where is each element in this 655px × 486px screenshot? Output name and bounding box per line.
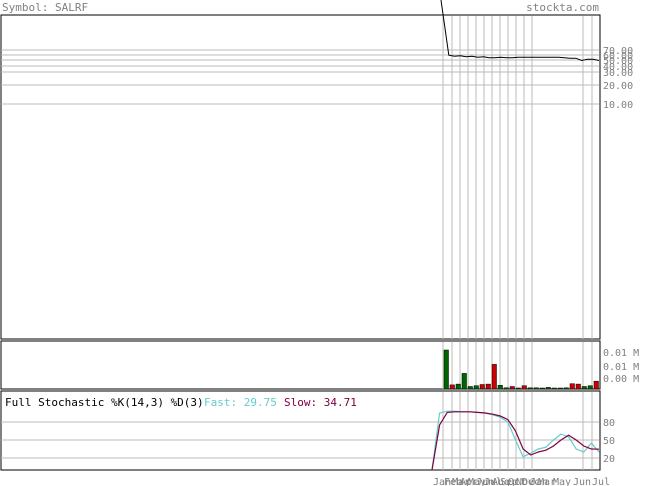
volume-bar bbox=[503, 387, 509, 390]
volume-bar bbox=[533, 387, 539, 390]
x-tick-label: Jun bbox=[476, 477, 494, 486]
volume-bar bbox=[545, 387, 551, 390]
slow-value-label: Slow: 34.71 bbox=[284, 396, 357, 409]
volume-bar bbox=[491, 364, 497, 390]
x-tick-label: Aug bbox=[492, 477, 510, 486]
volume-bar bbox=[497, 385, 503, 390]
x-tick-label: Mar bbox=[452, 477, 470, 486]
x-tick-label: Jun bbox=[573, 477, 591, 486]
volume-bar bbox=[515, 387, 521, 390]
volume-bar bbox=[557, 387, 563, 390]
volume-bar bbox=[527, 387, 533, 390]
x-tick-label: Mar bbox=[538, 477, 556, 486]
stochastic-tick-label: 50 bbox=[603, 436, 615, 447]
volume-bar bbox=[593, 380, 599, 390]
volume-panel-frame bbox=[0, 340, 601, 390]
x-tick-label: Jan bbox=[433, 477, 451, 486]
slow-stochastic-line bbox=[431, 411, 600, 471]
price-panel-frame bbox=[0, 14, 601, 340]
fast-value-label: Fast: 29.75 bbox=[204, 396, 277, 409]
volume-bar bbox=[539, 387, 545, 390]
stochastic-grid bbox=[1, 392, 599, 470]
volume-tick-label: 0.01 M bbox=[603, 348, 639, 359]
price-tick-label: 30.00 bbox=[603, 68, 633, 79]
volume-bar bbox=[455, 383, 461, 390]
volume-bar bbox=[563, 387, 569, 390]
volume-bar bbox=[575, 383, 581, 390]
symbol-label: Symbol: SALRF bbox=[2, 1, 88, 14]
volume-bar bbox=[467, 386, 473, 390]
x-tick-label: Jul bbox=[484, 477, 502, 486]
x-tick-label: Sep bbox=[500, 477, 518, 486]
stochastic-axis: 80 50 20 bbox=[603, 418, 615, 465]
price-line bbox=[440, 0, 600, 62]
x-axis: JanFebMarAprMayJunJulAugSepOctNovDecJanM… bbox=[433, 477, 610, 486]
price-tick-label: 20.00 bbox=[603, 81, 633, 92]
price-tick-label: 40.00 bbox=[603, 62, 633, 73]
x-tick-label: Nov bbox=[516, 477, 534, 486]
x-tick-label: Apr bbox=[460, 477, 478, 486]
volume-bar bbox=[509, 386, 515, 390]
volume-tick-label: 0.00 M bbox=[603, 374, 639, 385]
stochastic-tick-label: 80 bbox=[603, 418, 615, 429]
volume-bar bbox=[587, 385, 593, 390]
site-label: stockta.com bbox=[526, 1, 599, 14]
volume-bars bbox=[443, 349, 599, 390]
volume-bar bbox=[449, 384, 455, 390]
x-tick-label: Feb bbox=[444, 477, 462, 486]
price-tick-label: 60.00 bbox=[603, 51, 633, 62]
volume-bar bbox=[479, 384, 485, 390]
x-tick-label: Jan bbox=[530, 477, 548, 486]
x-tick-label: Jul bbox=[592, 477, 610, 486]
volume-bar bbox=[485, 383, 491, 390]
volume-bar bbox=[569, 383, 575, 390]
x-tick-label: May bbox=[468, 477, 486, 486]
price-tick-label: 10.00 bbox=[603, 100, 633, 111]
price-grid bbox=[1, 16, 599, 339]
volume-bar bbox=[473, 385, 479, 390]
x-tick-label: Oct bbox=[508, 477, 526, 486]
stochastic-title: Full Stochastic %K(14,3) %D(3) bbox=[5, 396, 204, 409]
x-tick-label: Dec bbox=[522, 477, 540, 486]
stochastic-tick-label: 20 bbox=[603, 454, 615, 465]
x-tick-label: May bbox=[553, 477, 571, 486]
volume-tick-label: 0.01 M bbox=[603, 362, 639, 373]
price-tick-label: 70.00 bbox=[603, 46, 633, 57]
volume-axis: 0.01 M0.01 M0.00 M bbox=[603, 348, 639, 385]
volume-bar bbox=[461, 373, 467, 390]
volume-bar bbox=[581, 386, 587, 390]
volume-bar bbox=[551, 387, 557, 390]
volume-bar bbox=[521, 385, 527, 390]
volume-bar bbox=[443, 349, 449, 390]
price-tick-label: 50.00 bbox=[603, 56, 633, 67]
